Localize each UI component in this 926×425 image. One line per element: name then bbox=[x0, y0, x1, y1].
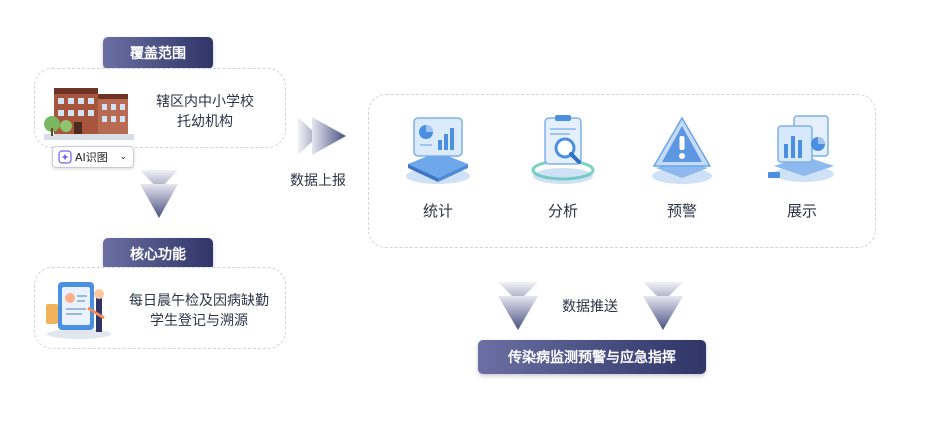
ai-recognize-tag[interactable]: AI识图 ⌄ bbox=[52, 146, 134, 168]
data-report-label: 数据上报 bbox=[290, 173, 346, 189]
core-function-title: 核心功能 bbox=[103, 238, 213, 270]
ai-tag-label: AI识图 bbox=[75, 151, 108, 164]
data-push-label: 数据推送 bbox=[562, 299, 618, 315]
ai-sparkle-icon bbox=[58, 150, 72, 164]
display-icon bbox=[768, 115, 834, 182]
feature-label: 预警 bbox=[666, 202, 697, 220]
core-function-text: 每日晨午检及因病缺勤 学生登记与溯源 bbox=[129, 293, 269, 329]
feature-label: 分析 bbox=[547, 202, 578, 220]
feature-label: 展示 bbox=[786, 202, 817, 220]
school-building-icon bbox=[44, 84, 134, 146]
down-arrow-icon bbox=[140, 170, 178, 224]
feature-warning: 预警 bbox=[640, 112, 724, 221]
down-arrow-left-icon bbox=[498, 282, 538, 336]
feature-statistics: 统计 bbox=[396, 112, 480, 221]
health-check-icon bbox=[44, 278, 114, 344]
warning-icon bbox=[652, 116, 712, 184]
feature-display: 展示 bbox=[760, 112, 844, 221]
feature-analysis: 分析 bbox=[521, 112, 605, 221]
chevron-down-icon: ⌄ bbox=[119, 152, 127, 162]
right-arrow-icon bbox=[298, 117, 348, 159]
statistics-icon bbox=[406, 117, 470, 184]
down-arrow-right-icon bbox=[643, 282, 683, 336]
coverage-text: 辖区内中小学校 托幼机构 bbox=[156, 94, 254, 130]
analysis-icon bbox=[531, 115, 595, 184]
feature-label: 统计 bbox=[422, 202, 453, 220]
result-title: 传染病监测预警与应急指挥 bbox=[478, 340, 706, 374]
coverage-title: 覆盖范围 bbox=[103, 37, 213, 69]
